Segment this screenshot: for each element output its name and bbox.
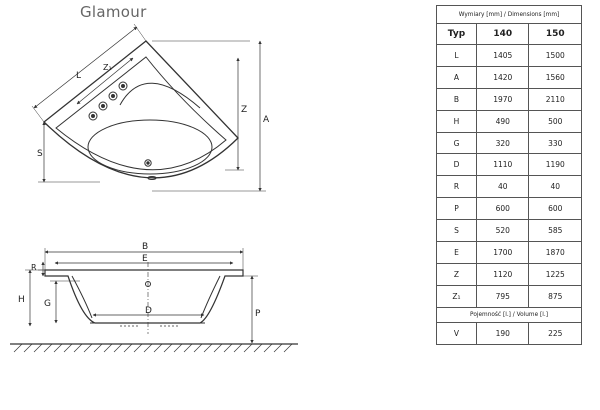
row-value: 190 xyxy=(475,321,530,345)
row-value: 1700 xyxy=(475,241,530,264)
jet-nozzles xyxy=(88,81,128,121)
dim-label-B: B xyxy=(142,242,148,252)
row-label: A xyxy=(436,65,477,89)
row-value: 520 xyxy=(475,219,530,243)
column-header: 150 xyxy=(528,23,582,45)
row-value: 225 xyxy=(528,321,582,345)
row-value: 1500 xyxy=(528,44,582,67)
row-label: P xyxy=(436,197,477,221)
row-label: D xyxy=(436,153,477,177)
dimensions-header: Wymiary [mm] / Dimensions [mm] xyxy=(436,5,582,24)
row-label: V xyxy=(436,321,477,345)
dim-label-G: G xyxy=(44,299,51,309)
dim-label-Z: Z xyxy=(241,105,247,115)
tub-outer-outline xyxy=(43,40,239,179)
dim-label-D: D xyxy=(145,306,152,316)
row-value: 1870 xyxy=(528,241,582,264)
row-value: 1120 xyxy=(475,262,530,286)
row-label: S xyxy=(436,219,477,243)
row-value: 40 xyxy=(528,175,582,199)
floor-hatch xyxy=(13,343,293,353)
volume-header-row: Pojemność [l.] / Volume [l.] xyxy=(436,306,582,323)
row-value: 1560 xyxy=(528,65,582,89)
row-label: B xyxy=(436,87,477,111)
dim-label-R: R xyxy=(31,263,37,272)
top-view xyxy=(31,23,266,192)
row-label: E xyxy=(436,241,477,264)
row-label: G xyxy=(436,131,477,155)
dim-label-L: L xyxy=(76,71,81,81)
row-value: 1110 xyxy=(475,153,530,177)
row-value: 600 xyxy=(475,197,530,221)
dim-label-S: S xyxy=(37,149,43,159)
tub-inner-rim xyxy=(55,56,227,171)
row-value: 2110 xyxy=(528,87,582,111)
dim-label-E: E xyxy=(142,254,148,264)
drain-icon xyxy=(144,159,152,167)
dim-label-Z1: Z₁ xyxy=(103,63,112,72)
row-value: 795 xyxy=(475,284,530,308)
dim-label-P: P xyxy=(255,309,261,319)
table-columns-row: Typ 140 150 xyxy=(436,23,582,45)
product-title: Glamour xyxy=(80,3,147,21)
row-value: 1225 xyxy=(528,262,582,286)
row-value: 1405 xyxy=(475,44,530,67)
row-value: 490 xyxy=(475,109,530,133)
table-header-row: Wymiary [mm] / Dimensions [mm] xyxy=(436,5,582,24)
column-header: 140 xyxy=(475,23,530,45)
row-value: 330 xyxy=(528,131,582,155)
row-value: 500 xyxy=(528,109,582,133)
dimensions-table: Wymiary [mm] / Dimensions [mm] Typ 140 1… xyxy=(436,5,582,345)
row-value: 40 xyxy=(475,175,530,199)
row-value: 320 xyxy=(475,131,530,155)
column-header: Typ xyxy=(436,23,477,45)
side-view xyxy=(10,248,298,353)
dim-label-H: H xyxy=(18,295,25,305)
row-label: Z₁ xyxy=(436,284,477,308)
tub-basin xyxy=(87,119,213,175)
row-value: 600 xyxy=(528,197,582,221)
technical-drawing: L Z₁ Z A S xyxy=(10,23,298,353)
row-label: L xyxy=(436,44,477,67)
dim-label-A: A xyxy=(263,115,270,125)
row-label: R xyxy=(436,175,477,199)
volume-header: Pojemność [l.] / Volume [l.] xyxy=(436,306,582,323)
row-value: 1420 xyxy=(475,65,530,89)
row-label: Z xyxy=(436,262,477,286)
row-value: 1190 xyxy=(528,153,582,177)
row-label: H xyxy=(436,109,477,133)
row-value: 875 xyxy=(528,284,582,308)
row-value: 585 xyxy=(528,219,582,243)
row-value: 1970 xyxy=(475,87,530,111)
